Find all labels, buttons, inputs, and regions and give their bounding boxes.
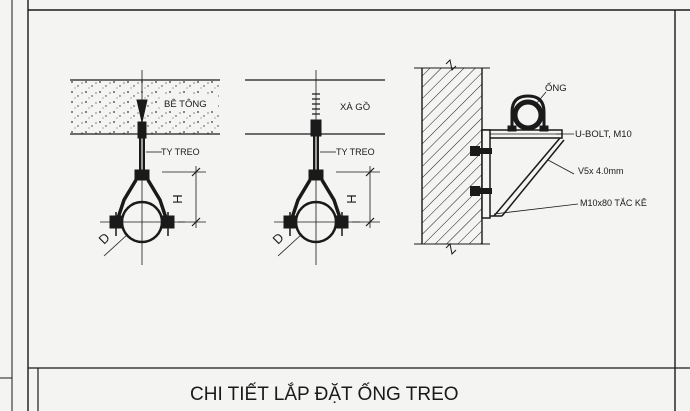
pipe-label: ỐNG: [545, 82, 567, 94]
pipe-and-ubolt: [507, 94, 549, 132]
detail-purlin-hanger: XÀ GỒ TY TREO H: [245, 70, 385, 265]
anchor-and-rod: [136, 70, 148, 265]
angle-bracket: [481, 129, 565, 219]
diameter-dimension: [103, 233, 129, 257]
detail-concrete-slab-hanger: BÊ TÔNG TY TREO H: [70, 70, 220, 265]
height-dimension: [162, 166, 206, 228]
anchor-label: M10x80 TẮC KÊ: [580, 198, 647, 208]
drawing-title: CHI TIẾT LẮP ĐẶT ỐNG TREO: [190, 383, 459, 405]
purlin-height-dim-label: H: [344, 194, 359, 203]
wall-section: [414, 58, 490, 256]
pipe-clamp: [100, 169, 185, 244]
purlin-diameter-dimension: [277, 233, 303, 257]
purlin-height-dimension: [336, 166, 380, 228]
purlin-diameter-dim-label: D: [270, 230, 287, 247]
slab-label: BÊ TÔNG: [164, 99, 207, 110]
purlin-rod: [310, 70, 322, 265]
wall-anchors: [470, 146, 492, 196]
wall-leaders: [493, 91, 579, 215]
purlin-pipe-clamp: [274, 169, 360, 244]
diameter-dim-label: D: [96, 230, 113, 247]
angle-label: V5x 4.0mm: [578, 166, 624, 176]
ubolt-label: U-BOLT, M10: [575, 129, 632, 140]
rod-label: TY TREO: [161, 147, 200, 157]
height-dim-label: H: [170, 194, 185, 203]
purlin-rod-label: TY TREO: [336, 147, 375, 157]
purlin-label: XÀ GỒ: [340, 101, 370, 113]
detail-wall-bracket: ỐNG U-BOLT, M10 V5x 4.0mm M10x80 TẮC KÊ: [414, 58, 647, 256]
